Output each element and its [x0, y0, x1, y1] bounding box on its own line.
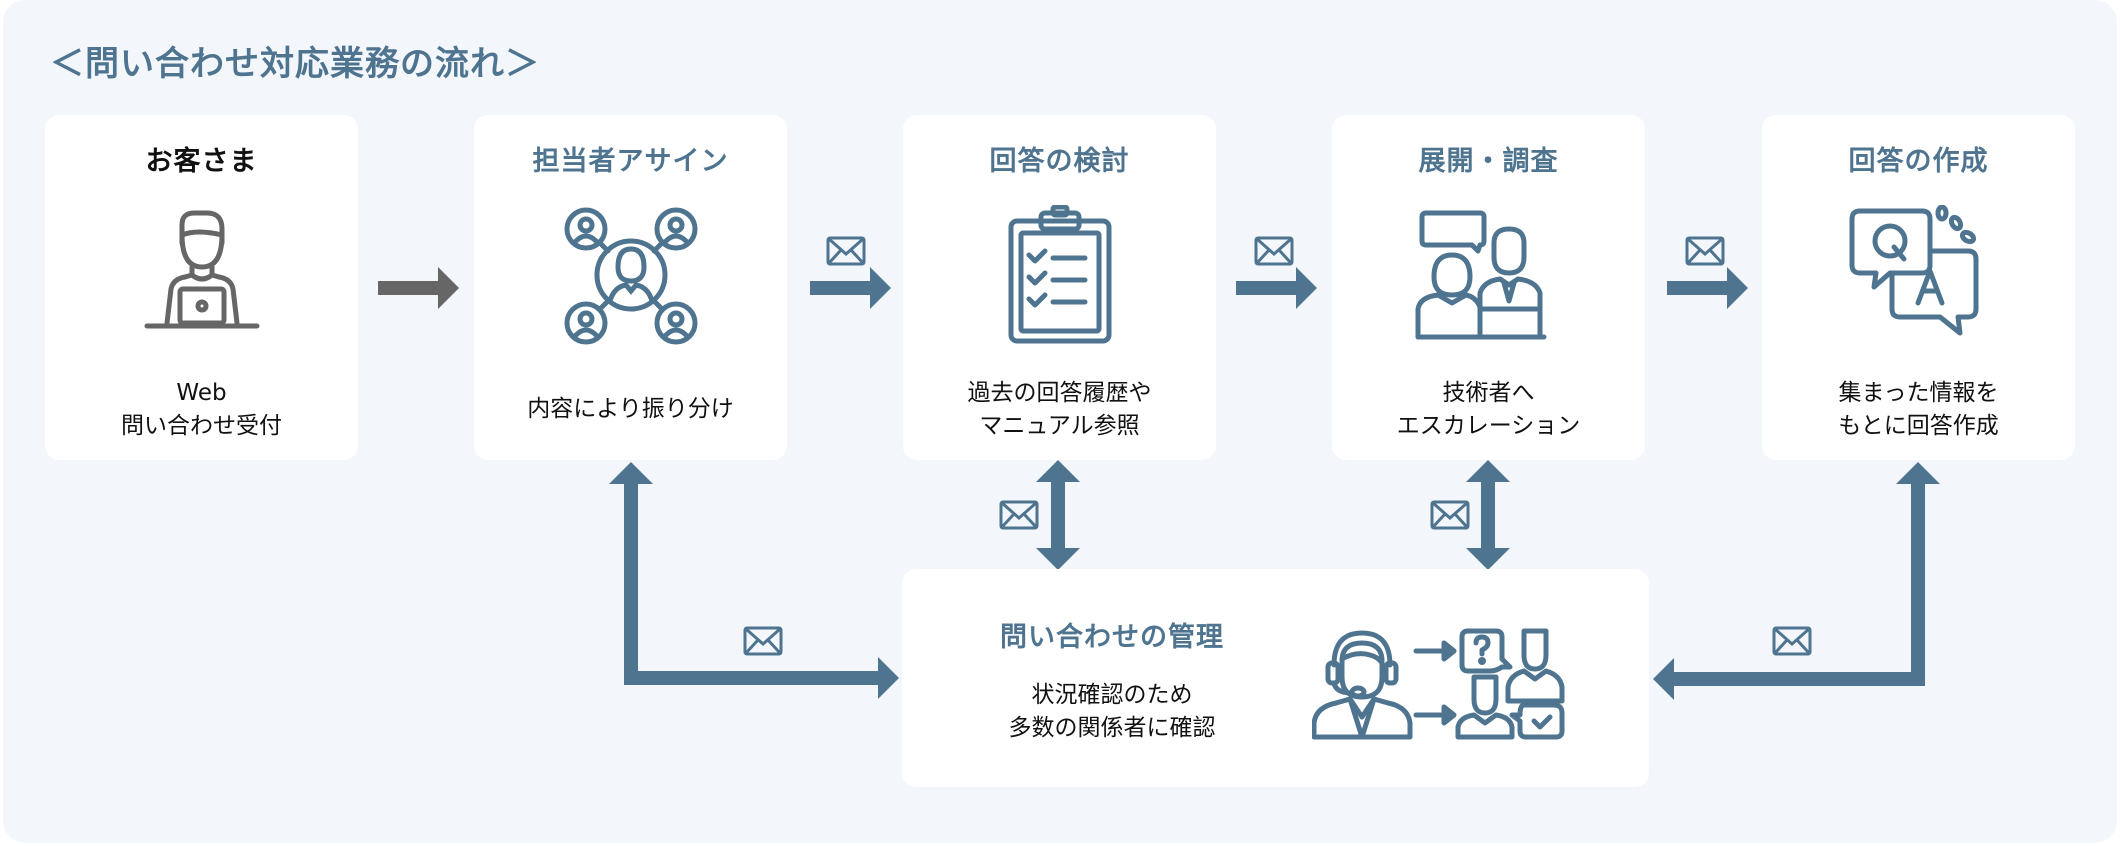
clipboard-checklist-icon — [1008, 205, 1111, 344]
team-network-icon — [564, 207, 697, 345]
step-description-line: 集まった情報を — [1838, 380, 1999, 406]
step-description-line: エスカレーション — [1396, 413, 1581, 439]
step-description: 集まった情報を もとに回答作成 — [1762, 377, 2075, 443]
step-description: Web 問い合わせ受付 — [45, 377, 358, 443]
step-description-line: マニュアル参照 — [979, 413, 1140, 439]
step-heading: 展開・調査 — [1418, 146, 1559, 177]
management-card: 問い合わせの管理 状況確認のため 多数の関係者に確認 — [902, 569, 1649, 787]
mail-icon — [1254, 236, 1294, 266]
mail-icon — [743, 626, 783, 656]
management-description-line: 多数の関係者に確認 — [1008, 715, 1216, 741]
step-description-line: 内容により振り分け — [527, 396, 734, 422]
step-description: 内容により振り分け — [474, 393, 787, 426]
mail-icon — [826, 236, 866, 266]
step-card-review: 回答の検討 過去の回答履歴や マニュアル参照 — [903, 115, 1216, 460]
step-heading: 担当者アサイン — [532, 146, 729, 177]
step-card-assign: 担当者アサイン 内容により振り分け — [474, 115, 787, 460]
management-heading: 問い合わせの管理 — [1000, 622, 1224, 653]
qa-speech-bubbles-icon — [1849, 205, 1978, 336]
operator-contacting-stakeholders-icon — [1312, 628, 1565, 740]
step-description-line: もとに回答作成 — [1838, 413, 1999, 439]
step-description-line: 過去の回答履歴や — [967, 380, 1152, 406]
mail-icon — [1685, 236, 1725, 266]
step-heading: 回答の作成 — [1848, 146, 1989, 177]
step-description-line: 技術者へ — [1442, 380, 1535, 406]
step-description: 過去の回答履歴や マニュアル参照 — [903, 377, 1216, 443]
step-description: 技術者へ エスカレーション — [1332, 377, 1645, 443]
step-card-investigate: 展開・調査 技術者へ エスカレーション — [1332, 115, 1645, 460]
step-heading: 回答の検討 — [989, 146, 1130, 177]
mail-icon — [1430, 500, 1470, 530]
customer-laptop-icon — [144, 210, 259, 329]
step-description-line: Web — [176, 380, 227, 406]
step-description-line: 問い合わせ受付 — [121, 413, 282, 439]
step-card-create-answer: 回答の作成 集まった情報を もとに回答作成 — [1762, 115, 2075, 460]
management-description: 状況確認のため 多数の関係者に確認 — [962, 679, 1262, 745]
consultation-people-icon — [1415, 210, 1546, 340]
diagram-title: ＜問い合わせ対応業務の流れ＞ — [50, 44, 540, 84]
step-heading: お客さま — [145, 146, 258, 177]
mail-icon — [1772, 626, 1812, 656]
management-description-line: 状況確認のため — [1031, 682, 1193, 708]
mail-icon — [999, 500, 1039, 530]
step-card-customer: お客さま Web 問い合わせ受付 — [45, 115, 358, 460]
